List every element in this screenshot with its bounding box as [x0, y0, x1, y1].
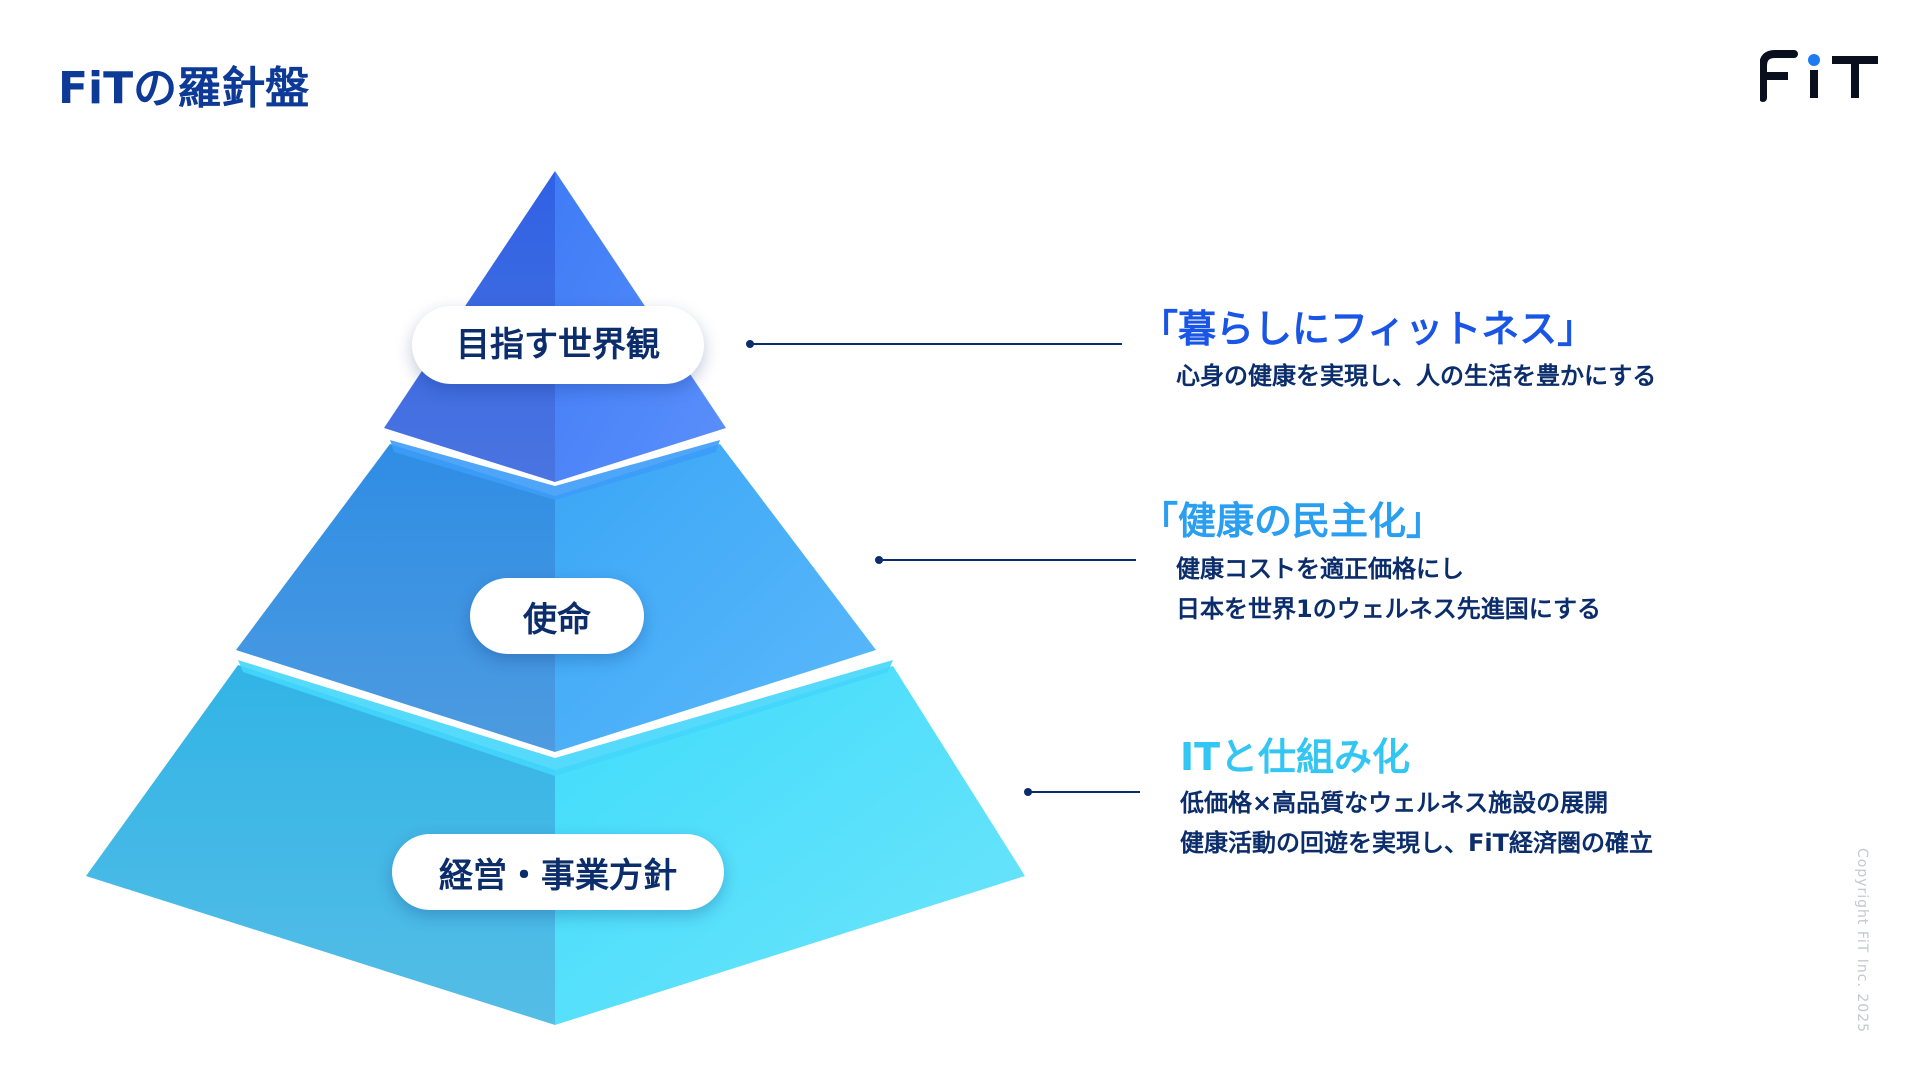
fit-logo — [1760, 50, 1878, 102]
vision-heading: 「暮らしにフィットネス」 — [1140, 307, 1596, 351]
pyramid-tier-bottom-left-face — [86, 665, 555, 1025]
pyramid-tier-middle-top-edge — [390, 440, 720, 500]
mission-description-line-1: 健康コストを適正価格にし — [1176, 555, 1464, 583]
pyramid-tier-middle — [236, 440, 876, 752]
vision-description-line-1: 心身の健康を実現し、人の生活を豊かにする — [1176, 362, 1657, 390]
policy-description-line-2: 健康活動の回遊を実現し、FiT経済圏の確立 — [1180, 829, 1653, 857]
connector-line-mission — [879, 559, 1136, 561]
page-title: FiTの羅針盤 — [58, 63, 310, 114]
tier-label-policy: 経営・事業方針 — [392, 834, 724, 910]
logo-letter-i-stem — [1810, 70, 1818, 98]
mission-heading: 「健康の民主化」 — [1140, 499, 1445, 543]
connector-line-vision — [750, 343, 1122, 345]
policy-heading: ITと仕組み化 — [1180, 735, 1411, 779]
pyramid-tier-middle-right-face — [555, 444, 876, 752]
logo-letter-f — [1760, 50, 1798, 102]
pyramid-tier-middle-left-face — [236, 444, 555, 752]
tier-label-vision: 目指す世界観 — [412, 306, 704, 384]
tier-label-mission: 使命 — [470, 578, 644, 654]
mission-description-line-2: 日本を世界1のウェルネス先進国にする — [1176, 595, 1601, 623]
connector-line-policy — [1028, 791, 1140, 793]
copyright-text: Copyright FiT Inc. 2025 — [1854, 848, 1870, 1034]
pyramid-tier-bottom-right-face — [555, 666, 1025, 1025]
logo-letter-t-stem — [1851, 56, 1859, 98]
pyramid-tier-bottom — [86, 660, 1025, 1025]
policy-description-line-1: 低価格×高品質なウェルネス施設の展開 — [1180, 789, 1609, 817]
logo-letter-i-dot — [1808, 54, 1820, 66]
